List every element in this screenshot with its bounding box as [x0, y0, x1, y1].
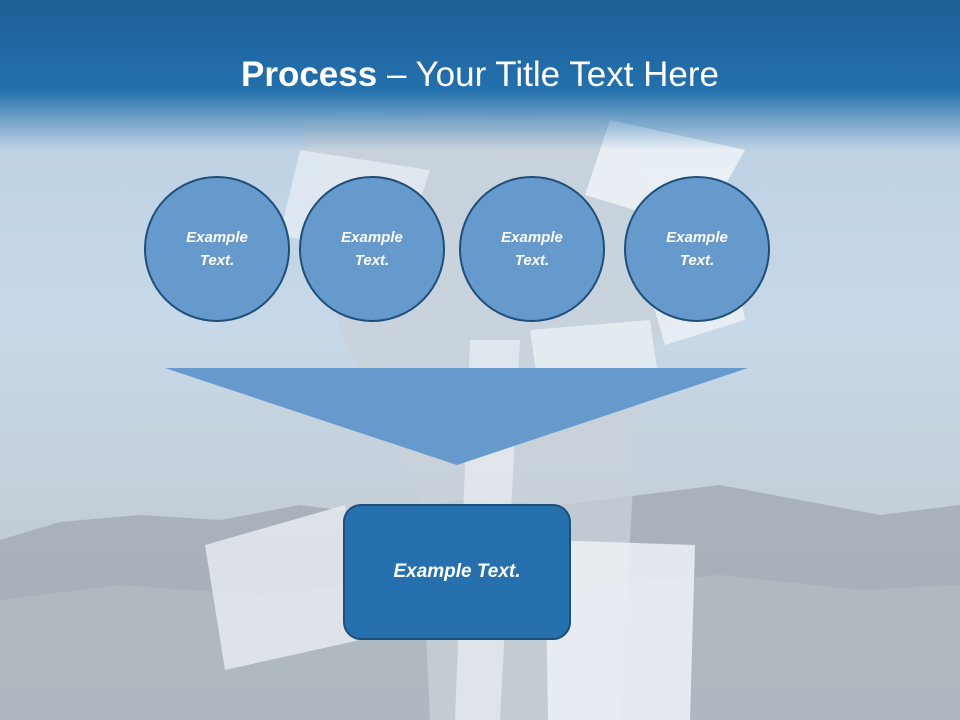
process-step-circle-1[interactable]: Example Text. [144, 176, 290, 322]
process-step-label-4: Example Text. [666, 229, 728, 269]
title-bold: Process [241, 55, 378, 94]
process-step-label-3: Example Text. [501, 229, 563, 269]
title-rest: – Your Title Text Here [377, 55, 719, 94]
process-step-circle-3[interactable]: Example Text. [459, 176, 605, 322]
process-step-circle-2[interactable]: Example Text. [299, 176, 445, 322]
process-step-circle-4[interactable]: Example Text. [624, 176, 770, 322]
process-step-label-2: Example Text. [341, 229, 403, 269]
page-title: Process – Your Title Text Here [0, 50, 960, 100]
process-step-label-1: Example Text. [186, 229, 248, 269]
title-bar [0, 0, 960, 150]
result-label: Example Text. [393, 561, 521, 582]
funnel-arrow [165, 368, 748, 465]
result-box[interactable]: Example Text. [343, 504, 571, 640]
